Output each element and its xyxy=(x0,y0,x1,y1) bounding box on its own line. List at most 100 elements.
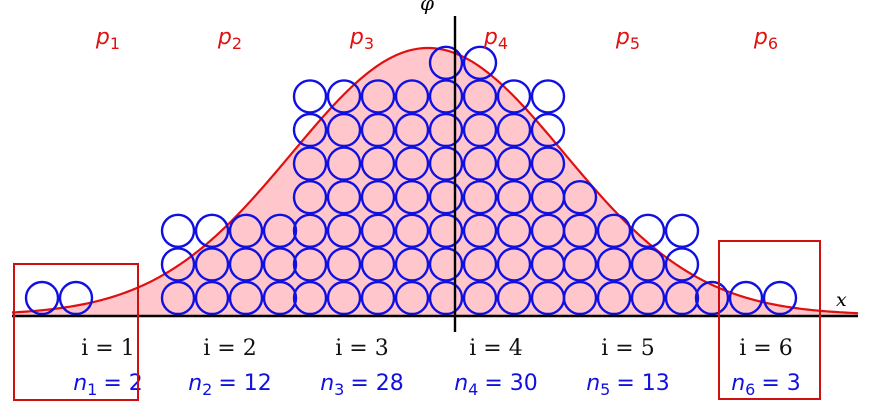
sample-circle xyxy=(762,280,798,316)
sample-circle xyxy=(326,247,362,282)
sample-circle xyxy=(462,247,498,282)
sample-circle xyxy=(630,213,666,249)
bin-index-label-5: i = 5 xyxy=(601,336,654,361)
bin-index-label-4: i = 4 xyxy=(469,336,522,361)
sample-circle xyxy=(160,247,196,282)
probability-label-6: p6 xyxy=(753,25,778,53)
probability-label-3: p3 xyxy=(349,25,374,53)
sample-circle xyxy=(562,213,598,249)
sample-circle xyxy=(394,179,430,215)
sample-circle xyxy=(462,179,498,215)
x-axis-label: x xyxy=(836,289,847,311)
bin-index-label-1: i = 1 xyxy=(81,336,134,361)
bin-4-fill xyxy=(428,48,563,315)
sample-circle xyxy=(496,112,532,148)
count-label-3: n3= 28 xyxy=(320,371,404,399)
sample-circle xyxy=(262,247,298,282)
sample-circle xyxy=(664,213,700,249)
sample-circle xyxy=(562,247,598,282)
sample-circle xyxy=(530,112,566,148)
highlight-boxes xyxy=(13,240,821,401)
bin-6-fill xyxy=(696,276,858,315)
sample-circle xyxy=(496,146,532,181)
sample-circle xyxy=(462,112,498,148)
sample-circle xyxy=(630,247,666,282)
sample-circle xyxy=(360,179,396,215)
sample-circle xyxy=(160,213,196,249)
sample-circle xyxy=(428,146,464,181)
sample-circle xyxy=(360,79,396,114)
sample-circle xyxy=(394,79,430,114)
sample-circle xyxy=(326,79,362,114)
sample-circle xyxy=(562,179,598,215)
sample-circle xyxy=(292,213,328,249)
sample-circles xyxy=(24,45,798,316)
y-axis-label: φ xyxy=(420,0,434,15)
sample-circle xyxy=(292,112,328,148)
sample-circle xyxy=(24,280,60,316)
bin-index-label-3: i = 3 xyxy=(335,336,388,361)
sample-circle xyxy=(428,247,464,282)
count-label-1: n1= 2 xyxy=(73,371,143,399)
bin-1-fill xyxy=(12,276,160,315)
bin-index-label-6: i = 6 xyxy=(739,336,792,361)
sample-circle xyxy=(160,280,196,316)
sample-circle xyxy=(394,146,430,181)
sample-circle xyxy=(462,45,498,80)
sample-circle xyxy=(428,112,464,148)
sample-circle xyxy=(326,179,362,215)
sample-circle xyxy=(530,146,566,181)
sample-circle xyxy=(496,79,532,114)
sample-circle xyxy=(562,280,598,316)
bin-index-label-2: i = 2 xyxy=(203,336,256,361)
sample-circle xyxy=(292,146,328,181)
sample-circle xyxy=(428,79,464,114)
sample-circle xyxy=(228,280,264,316)
sample-circle xyxy=(360,213,396,249)
sample-circle xyxy=(194,247,230,282)
count-label-6: n6= 3 xyxy=(731,371,801,399)
sample-circle xyxy=(394,247,430,282)
sample-circle xyxy=(326,213,362,249)
sample-circle xyxy=(194,280,230,316)
count-label-4: n4= 30 xyxy=(454,371,538,399)
sample-circle xyxy=(428,213,464,249)
probability-label-5: p5 xyxy=(615,25,640,53)
sample-circle xyxy=(326,112,362,148)
sample-circle xyxy=(262,213,298,249)
sample-circle xyxy=(596,213,632,249)
highlight-box-bin-1 xyxy=(13,263,139,401)
sample-circle xyxy=(292,179,328,215)
sample-circle xyxy=(326,280,362,316)
sample-circle xyxy=(596,280,632,316)
sample-circle xyxy=(664,247,700,282)
highlight-box-bin-6 xyxy=(718,240,821,400)
sample-circle xyxy=(360,112,396,148)
count-label-5: n5= 13 xyxy=(586,371,670,399)
sample-circle xyxy=(394,280,430,316)
sample-circle xyxy=(462,280,498,316)
count-label-2: n2= 12 xyxy=(188,371,272,399)
sample-circle xyxy=(292,247,328,282)
sample-circle xyxy=(530,79,566,114)
sample-circle xyxy=(664,280,700,316)
sample-circle xyxy=(694,280,730,316)
sample-circle xyxy=(428,45,464,80)
sample-circle xyxy=(292,79,328,114)
sample-circle xyxy=(360,247,396,282)
sample-circle xyxy=(326,146,362,181)
sample-circle xyxy=(496,179,532,215)
sample-circle xyxy=(262,280,298,316)
sample-circle xyxy=(394,213,430,249)
density-curve xyxy=(11,46,859,315)
sample-circle xyxy=(360,280,396,316)
sample-circle xyxy=(360,146,396,181)
sample-circle xyxy=(496,213,532,249)
sample-circle xyxy=(228,213,264,249)
probability-label-2: p2 xyxy=(217,25,242,53)
sample-circle xyxy=(228,247,264,282)
sample-circle xyxy=(394,112,430,148)
sample-circle xyxy=(462,213,498,249)
